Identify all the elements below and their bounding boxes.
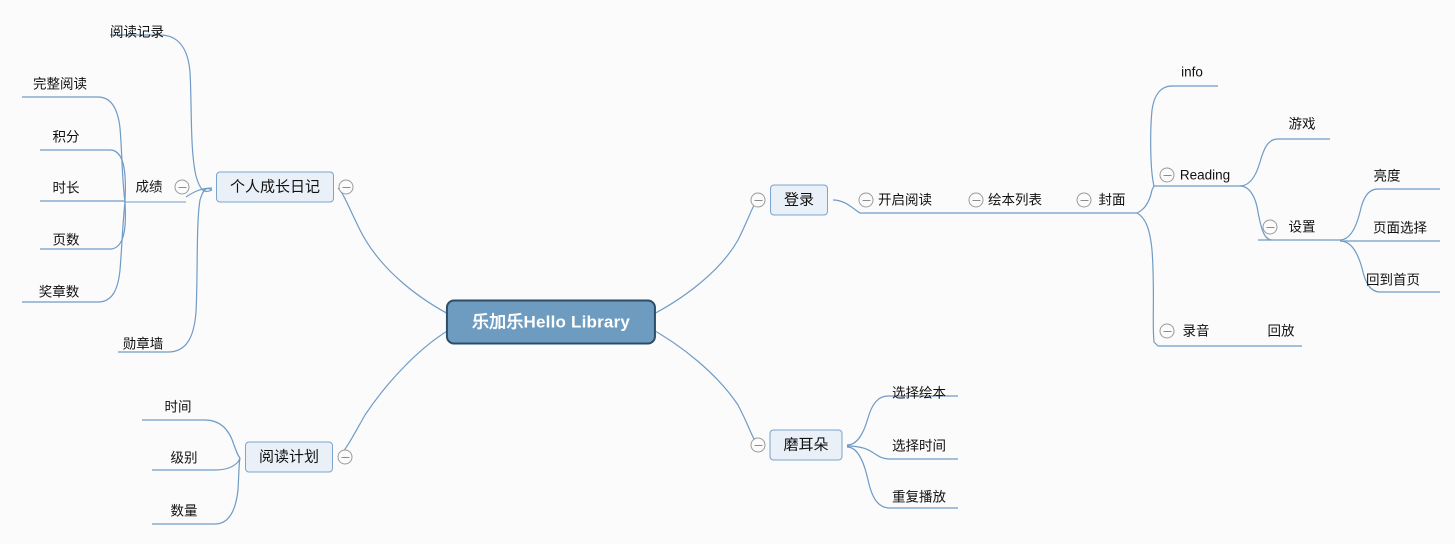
node-reading-plan[interactable]: 阅读计划 <box>244 441 334 473</box>
node-medal-count[interactable]: 奖章数 <box>38 284 80 300</box>
node-ear-training[interactable]: 磨耳朵 <box>769 429 843 461</box>
toggle-cover[interactable] <box>1076 192 1092 208</box>
node-plan-level[interactable]: 级别 <box>170 450 198 466</box>
toggle-ear-training[interactable] <box>750 437 766 453</box>
node-game[interactable]: 游戏 <box>1288 116 1316 132</box>
node-plan-quantity[interactable]: 数量 <box>170 503 198 519</box>
node-back-home[interactable]: 回到首页 <box>1366 272 1420 288</box>
node-page-select[interactable]: 页面选择 <box>1373 220 1427 236</box>
node-playback[interactable]: 回放 <box>1267 323 1295 339</box>
toggle-settings[interactable] <box>1262 219 1278 235</box>
toggle-growth-diary[interactable] <box>338 179 354 195</box>
node-reading-record[interactable]: 阅读记录 <box>110 24 164 40</box>
node-growth-diary[interactable]: 个人成长日记 <box>215 171 335 203</box>
node-duration[interactable]: 时长 <box>52 180 80 196</box>
node-start-reading[interactable]: 开启阅读 <box>878 192 932 208</box>
node-plan-time[interactable]: 时间 <box>164 399 192 415</box>
node-reading[interactable]: Reading <box>1179 167 1231 183</box>
toggle-book-list[interactable] <box>968 192 984 208</box>
node-login[interactable]: 登录 <box>769 184 829 216</box>
node-info[interactable]: info <box>1181 64 1203 80</box>
toggle-reading[interactable] <box>1159 167 1175 183</box>
toggle-start-reading[interactable] <box>858 192 874 208</box>
node-choose-book[interactable]: 选择绘本 <box>892 385 946 401</box>
node-repeat-play[interactable]: 重复播放 <box>892 489 946 505</box>
node-complete-reading[interactable]: 完整阅读 <box>33 76 87 92</box>
toggle-recording[interactable] <box>1159 323 1175 339</box>
node-achievement[interactable]: 成绩 <box>135 179 163 195</box>
node-settings[interactable]: 设置 <box>1288 219 1316 235</box>
node-book-list[interactable]: 绘本列表 <box>988 192 1042 208</box>
node-pages[interactable]: 页数 <box>52 232 80 248</box>
root-node[interactable]: 乐加乐Hello Library <box>445 299 657 345</box>
node-brightness[interactable]: 亮度 <box>1373 168 1401 184</box>
node-points[interactable]: 积分 <box>52 129 80 145</box>
toggle-reading-plan[interactable] <box>337 449 353 465</box>
toggle-login[interactable] <box>750 192 766 208</box>
node-recording[interactable]: 录音 <box>1182 323 1210 339</box>
node-choose-time[interactable]: 选择时间 <box>892 438 946 454</box>
node-cover[interactable]: 封面 <box>1098 192 1126 208</box>
node-medal-wall[interactable]: 勋章墙 <box>122 336 164 352</box>
toggle-achievement[interactable] <box>174 179 190 195</box>
